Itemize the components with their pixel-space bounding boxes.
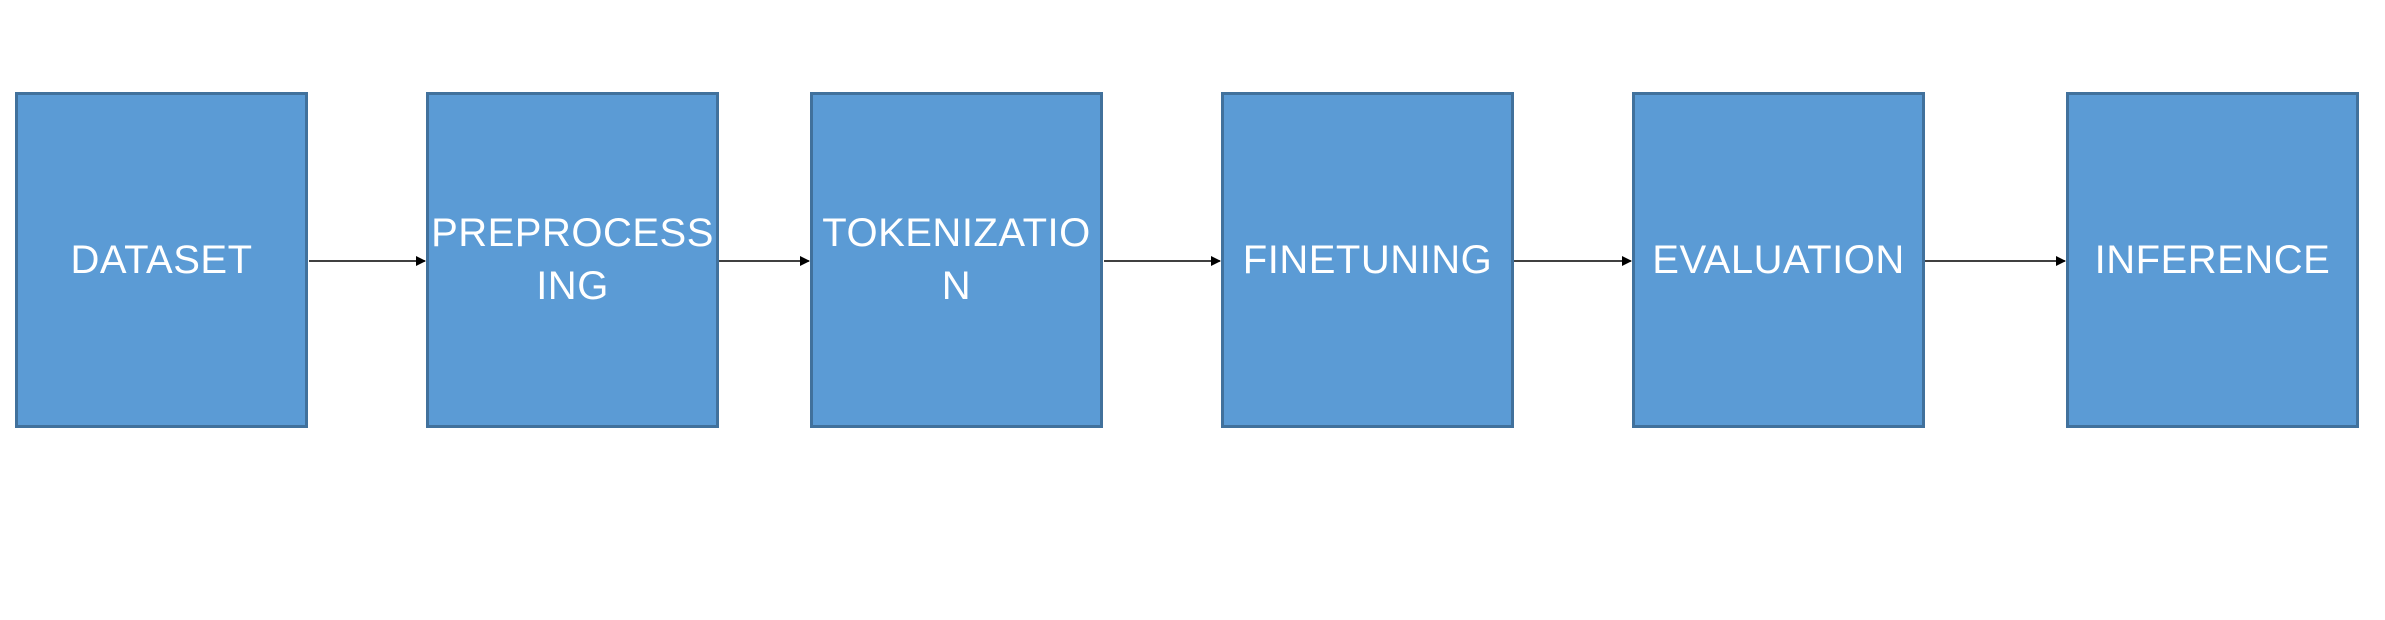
step-box-tokenization: TOKENIZATION [810, 92, 1103, 428]
step-box-evaluation: EVALUATION [1632, 92, 1925, 428]
step-label-preprocessing: PREPROCESSING [431, 211, 714, 308]
step-label-finetuning: FINETUNING [1242, 237, 1493, 282]
step-box-finetuning: FINETUNING [1221, 92, 1514, 428]
step-box-inference: INFERENCE [2066, 92, 2359, 428]
step-box-dataset: DATASET [15, 92, 308, 428]
step-label-inference: INFERENCE [2094, 237, 2331, 282]
step-label-evaluation: EVALUATION [1652, 237, 1905, 282]
step-label-dataset: DATASET [70, 237, 253, 282]
step-label-tokenization: TOKENIZATION [822, 211, 1091, 308]
step-box-preprocessing: PREPROCESSING [426, 92, 719, 428]
